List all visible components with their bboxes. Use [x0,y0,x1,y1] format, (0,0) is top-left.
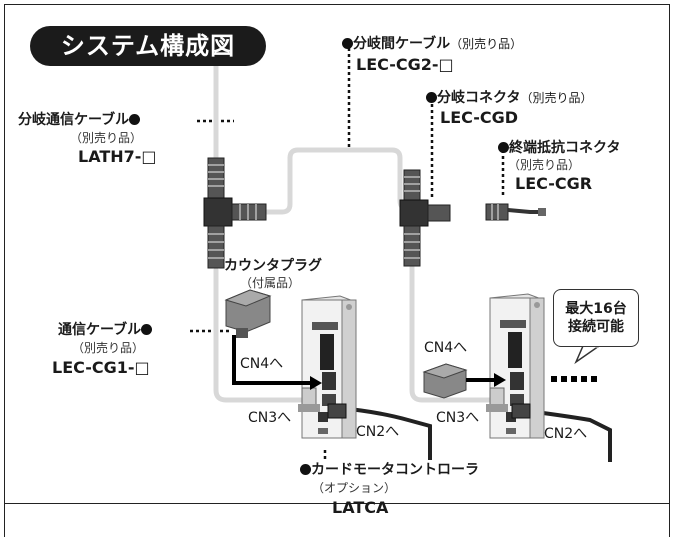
branch-comm-cable-code: LATH7-□ [78,147,157,166]
controller-label: カードモータコントローラ [300,462,479,479]
max-units-line1: 最大16台 [565,301,627,317]
cn3-plug-right [486,387,508,412]
bullet-icon [300,464,311,475]
counter-plug-note: （付属品） [240,276,301,290]
counter-plug-label: カウンタプラグ [224,258,322,274]
branch-connector-code: LEC-CGD [440,108,519,127]
continuation-dots [551,376,597,382]
bullet-icon [129,114,141,125]
branch-comm-cable-label: 分岐通信ケーブル [18,112,141,129]
controller-code: LATCA [332,498,389,517]
bullet-icon [426,92,437,103]
cn3-plug-left [298,387,320,412]
cn4-label-right: CN4へ [424,340,468,356]
inter-branch-cable-code: LEC-CG2-□ [356,55,454,74]
terminator-label: 終端抵抗コネクタ [498,140,620,157]
frame-left-extension [4,503,5,537]
counter-plug-left [224,289,272,338]
comm-cable-right [409,242,493,403]
cn2-label-right: CN2へ [544,426,588,442]
terminator-note: （別売り品） [508,158,581,172]
controller-note: （オプション） [312,481,397,495]
cn4-arrow-left [232,335,322,390]
cn3-label-right: CN3へ [436,410,480,426]
bullet-icon [342,38,353,49]
inter-branch-cable [259,147,413,215]
max-units-line2: 接続可能 [568,319,624,335]
comm-cable-note: （別売り品） [72,341,145,355]
page-title: システム構成図 [30,26,266,66]
comm-cable-left [213,267,333,403]
comm-cable-label: 通信ケーブル [58,322,153,339]
branch-connector-left [203,157,267,269]
frame-right-extension [669,503,670,537]
bubble-tail [574,345,602,365]
diagram-frame [4,4,670,504]
branch-connector-right [399,169,451,267]
comm-cable-code: LEC-CG1-□ [52,358,150,377]
bullet-icon [141,324,153,335]
cn3-label-left: CN3へ [248,410,292,426]
max-units-bubble: 最大16台 接続可能 [553,289,639,347]
terminator-code: LEC-CGR [515,174,593,193]
cn4-arrow-right [466,373,506,387]
cn4-label-left: CN4へ [240,356,284,372]
bullet-icon [498,142,509,153]
cn2-plug-left [327,403,347,419]
branch-connector-label: 分岐コネクタ（別売り品） [426,90,592,107]
counter-plug-right [422,363,468,399]
terminator-connector [485,203,546,221]
inter-branch-cable-label: 分岐間ケーブル（別売り品） [342,36,522,53]
cn2-plug-right [511,403,531,419]
cn2-label-left: CN2へ [356,424,400,440]
branch-comm-cable-note: （別売り品） [70,131,143,145]
